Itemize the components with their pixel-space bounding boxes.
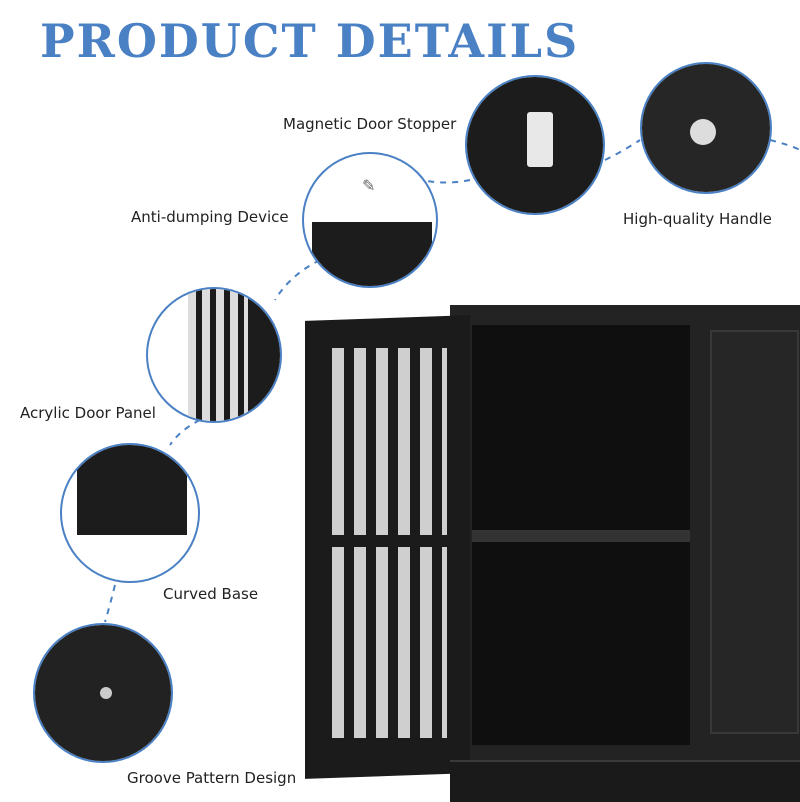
feature-label: Anti-dumping Device — [131, 208, 289, 226]
feature-label: High-quality Handle — [623, 210, 772, 228]
acrylic-panel-detail — [146, 287, 282, 423]
screw-icon: ✎ — [362, 176, 376, 195]
page-title: PRODUCT DETAILS — [40, 14, 580, 68]
anti-dumping-detail: ✎ — [302, 152, 438, 288]
handle-detail — [640, 62, 772, 194]
feature-label: Acrylic Door Panel — [20, 404, 156, 422]
feature-label: Groove Pattern Design — [127, 769, 297, 787]
curved-base-detail — [60, 443, 200, 583]
feature-label: Curved Base — [163, 585, 259, 603]
groove-drawer-detail — [33, 623, 173, 763]
feature-label: Magnetic Door Stopper — [283, 115, 457, 133]
magnet-stopper-detail — [465, 75, 605, 215]
